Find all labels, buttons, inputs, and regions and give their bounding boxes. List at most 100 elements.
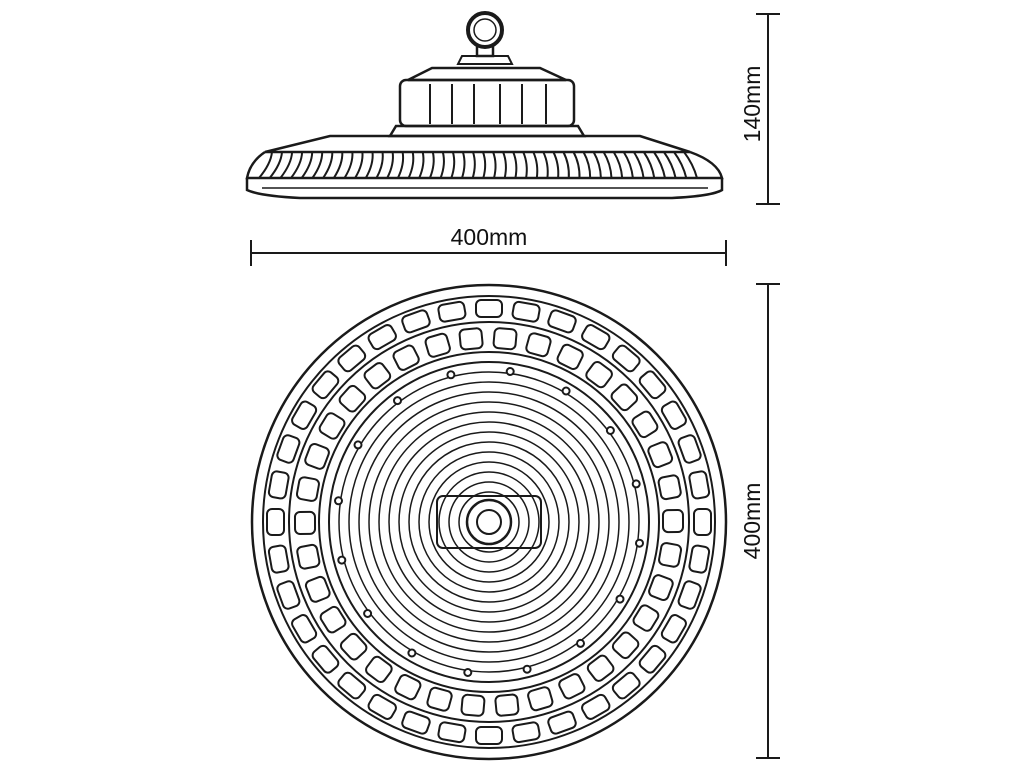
- fin: [364, 151, 374, 179]
- fin: [572, 151, 581, 179]
- inner-slot: [338, 384, 367, 413]
- outer-slot: [276, 580, 301, 610]
- mount-hole: [463, 668, 473, 677]
- mount-hole: [353, 440, 363, 450]
- fin: [683, 151, 698, 179]
- fin: [582, 151, 592, 179]
- fin: [439, 151, 445, 179]
- lens-edge: [328, 361, 650, 683]
- outer-slot: [677, 434, 702, 464]
- lens-ring: [418, 451, 560, 593]
- outer-slot: [311, 644, 340, 674]
- mount-hole: [631, 479, 641, 489]
- fin: [653, 151, 666, 179]
- driver-housing: [387, 66, 587, 138]
- outer-slot: [337, 344, 367, 373]
- top-view: [250, 283, 728, 761]
- inner-slot: [394, 673, 422, 701]
- mount-hole: [605, 426, 615, 435]
- lens-rings: [348, 381, 630, 663]
- outer-slot: [611, 344, 641, 373]
- outer-slot: [267, 544, 290, 574]
- inner-slot: [424, 332, 451, 358]
- inner-slot: [632, 604, 660, 632]
- inner-slot: [363, 362, 392, 390]
- fin: [290, 151, 304, 179]
- fin: [512, 151, 518, 179]
- inner-slot: [365, 655, 393, 683]
- inner-slot: [494, 693, 520, 717]
- lens-ring: [428, 461, 550, 583]
- mount-hole: [446, 370, 456, 380]
- outer-slot: [581, 693, 611, 720]
- inner-slot: [460, 693, 486, 717]
- outer-slot: [511, 300, 541, 323]
- center-hub: [465, 498, 513, 546]
- fin: [428, 151, 435, 179]
- inner-slot: [304, 575, 331, 603]
- inner-slot: [585, 361, 613, 389]
- fin: [343, 151, 354, 179]
- fin: [622, 151, 634, 179]
- outer-slot: [547, 309, 577, 334]
- fin: [461, 151, 466, 179]
- outer-slot: [693, 508, 712, 536]
- mount-hole: [407, 648, 417, 658]
- lens-ring: [368, 401, 610, 643]
- fin: [532, 151, 539, 179]
- fin: [397, 151, 405, 179]
- outer-slot: [638, 644, 667, 674]
- outer-slot: [401, 309, 431, 334]
- fin: [268, 151, 283, 179]
- lens-ring: [348, 381, 630, 663]
- fin: [332, 151, 344, 179]
- fin: [632, 151, 645, 179]
- outer-slot: [337, 671, 367, 700]
- outer-slot: [511, 721, 541, 744]
- fin: [663, 151, 677, 179]
- outer-ring-slots: [266, 299, 712, 745]
- lens-ring: [438, 471, 540, 573]
- mount-hole: [615, 594, 625, 604]
- width-dimension: 400mm: [250, 224, 727, 266]
- fin: [258, 151, 273, 179]
- inner-slot: [647, 441, 674, 469]
- mount-hole: [334, 496, 343, 506]
- slot-ring-divider: [288, 321, 690, 723]
- hanging-eye-ring: [466, 11, 504, 49]
- outer-slot: [401, 710, 431, 735]
- fin: [542, 151, 549, 179]
- mount-hole: [576, 638, 585, 648]
- fin: [522, 151, 528, 179]
- fin: [407, 151, 415, 179]
- outer-slot: [311, 370, 340, 400]
- fin: [386, 151, 394, 179]
- outer-slot: [291, 400, 318, 430]
- fin: [602, 151, 613, 179]
- outer-slot: [367, 324, 397, 351]
- inner-slot: [657, 474, 682, 501]
- fin: [450, 151, 456, 179]
- lens-ring: [458, 491, 520, 553]
- inner-slot: [426, 686, 453, 712]
- outer-slot: [437, 300, 467, 323]
- fin: [502, 151, 507, 179]
- fin: [311, 151, 324, 179]
- height-dimension: 140mm: [739, 13, 780, 205]
- outer-slot: [547, 710, 577, 735]
- inner-slot: [558, 673, 586, 700]
- outer-slot: [276, 434, 301, 464]
- mount-hole: [337, 555, 347, 565]
- diameter-label: 400mm: [739, 483, 765, 560]
- width-label: 400mm: [451, 224, 528, 250]
- mount-hole: [635, 538, 644, 548]
- mount-hole: [522, 664, 532, 674]
- outer-slot: [611, 671, 641, 700]
- inner-slot: [658, 542, 683, 568]
- fin: [279, 151, 294, 179]
- fin: [471, 151, 476, 179]
- outer-slot: [688, 544, 711, 574]
- side-view: [245, 11, 724, 200]
- mount-hole: [561, 386, 571, 396]
- inner-slot: [304, 443, 330, 470]
